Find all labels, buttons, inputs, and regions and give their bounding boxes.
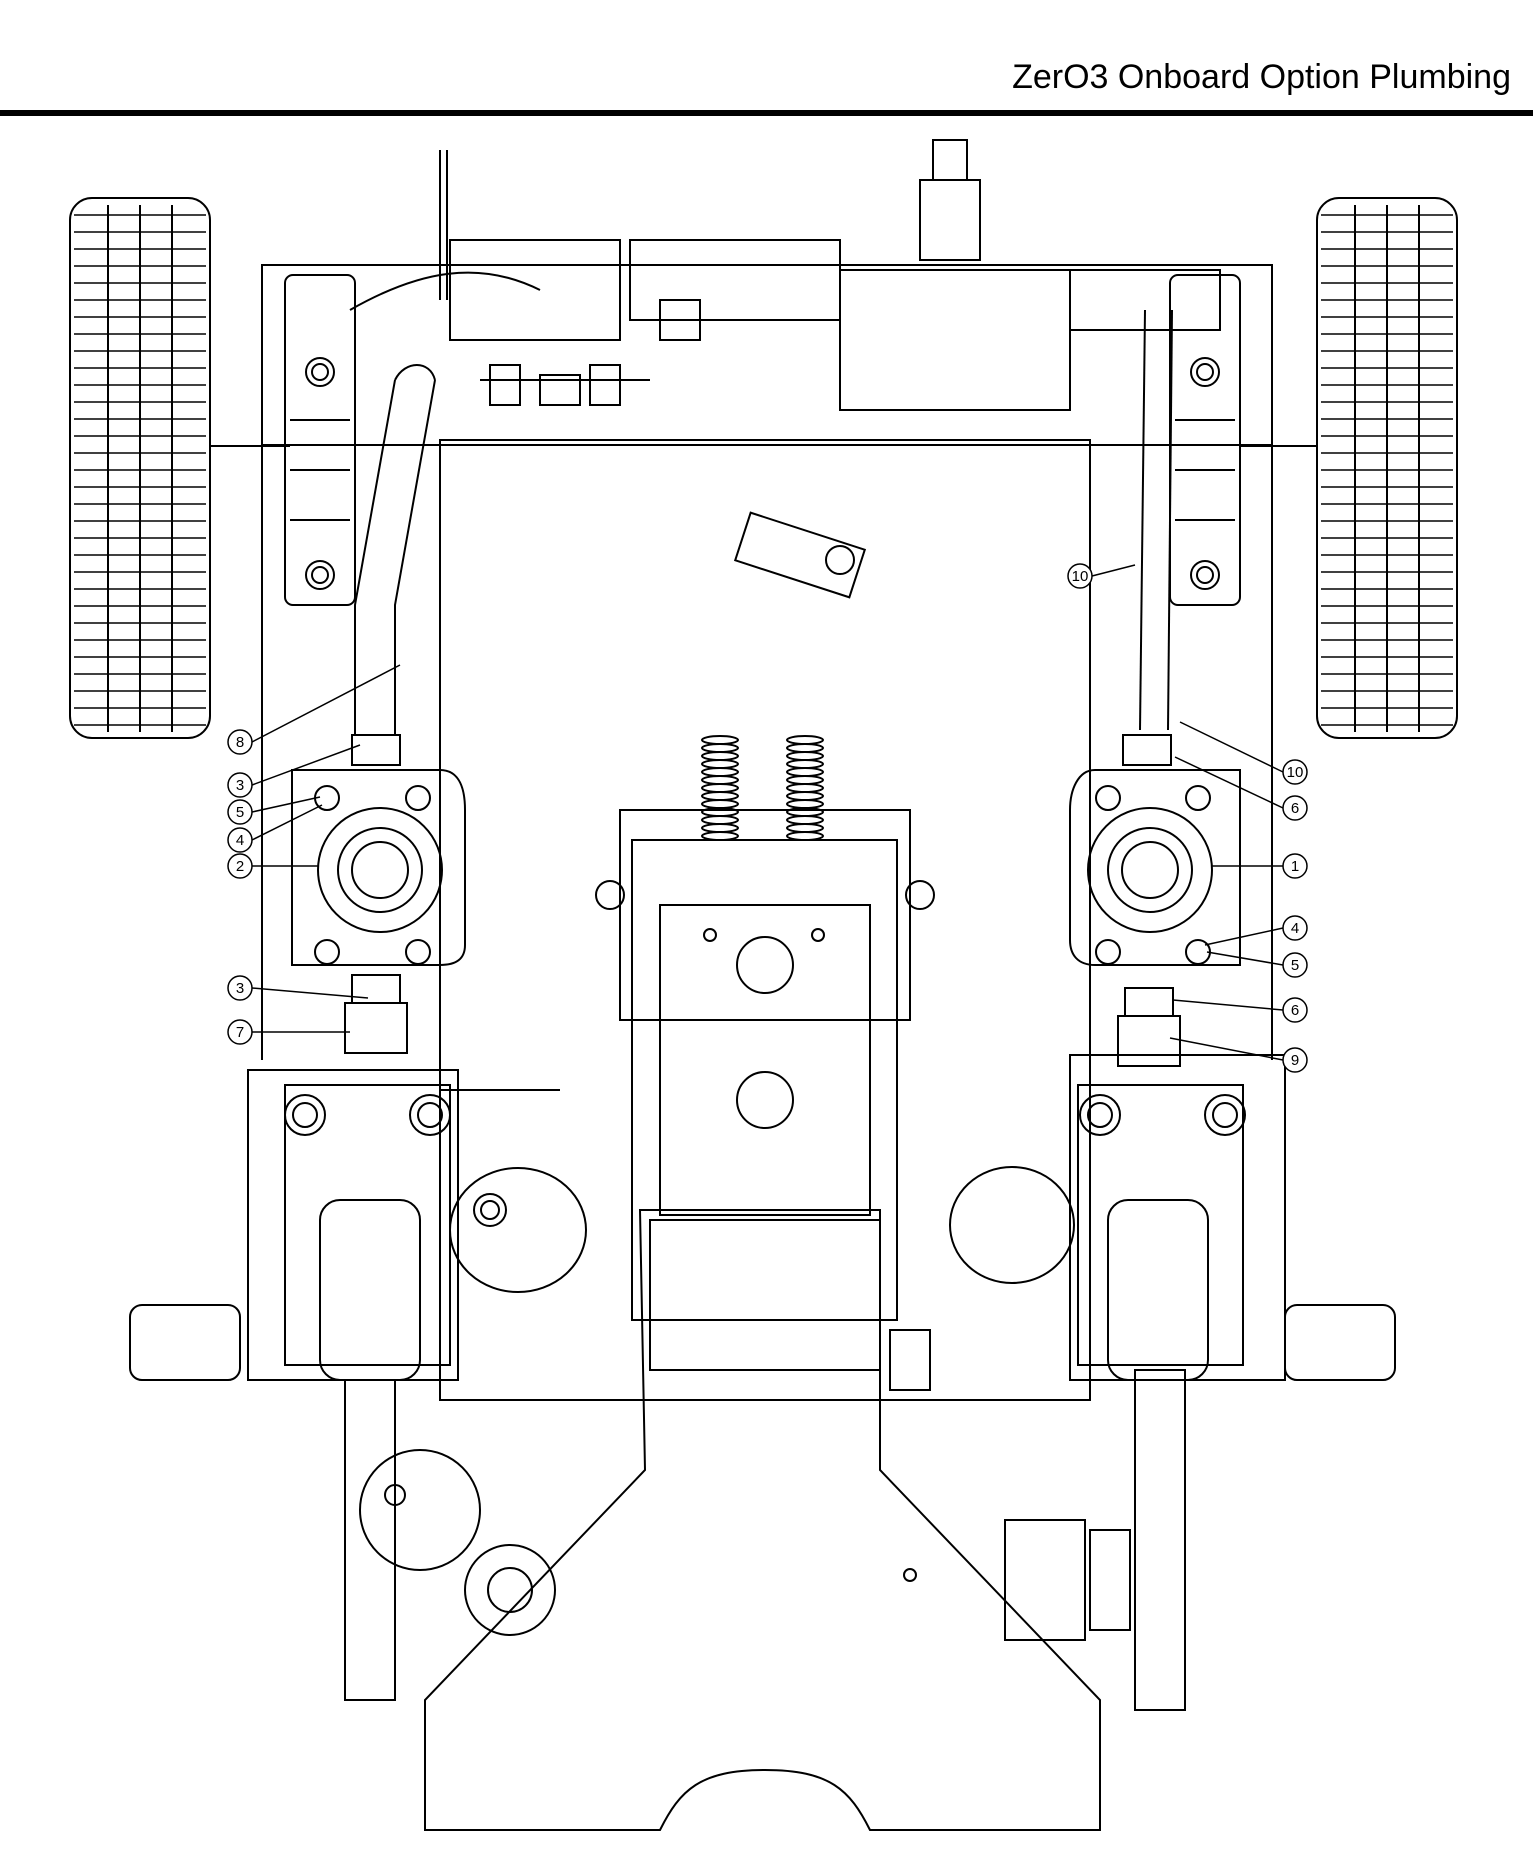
callouts: 8 3 5 4 2 3 7 10 10 6 1 4 5 6 9 (227, 563, 1308, 1073)
callout-c4b: 4 (1204, 915, 1308, 946)
callout-label: 5 (236, 804, 244, 821)
callout-label: 5 (1291, 957, 1299, 974)
callout-label: 4 (236, 832, 244, 849)
center-yoke (424, 1209, 1101, 1831)
callout-leader (1206, 951, 1284, 966)
callout-c5b: 5 (1206, 951, 1308, 978)
callout-circle (1282, 997, 1308, 1023)
callout-circle (1282, 759, 1308, 785)
callout-c9: 9 (1169, 1037, 1308, 1073)
callout-label: 4 (1291, 920, 1299, 937)
callout-circle (1067, 563, 1093, 589)
callout-c4a: 4 (227, 804, 323, 853)
callout-c3a: 3 (227, 744, 361, 798)
callout-label: 10 (1072, 568, 1089, 585)
callout-label: 1 (1291, 858, 1299, 875)
callout-circle (1282, 795, 1308, 821)
left-hose (351, 364, 436, 766)
right-handle-bar (1134, 1369, 1186, 1711)
wheel-tread (74, 214, 1453, 726)
right-hose (1122, 309, 1173, 766)
callout-c1: 1 (1212, 853, 1308, 879)
right-arm (1169, 274, 1241, 606)
callout-label: 7 (236, 1024, 244, 1041)
left-motor (129, 1069, 587, 1381)
callout-c3b: 3 (227, 975, 369, 1001)
callout-leader (1204, 927, 1284, 946)
callout-label: 8 (236, 734, 244, 751)
callout-circle (227, 772, 253, 798)
right-wheel (1316, 197, 1458, 739)
callout-c2: 2 (227, 853, 318, 879)
left-handle-bar (344, 1379, 396, 1701)
right-pump (1069, 769, 1241, 1067)
callout-leader (1179, 721, 1284, 773)
page-title: ZerO3 Onboard Option Plumbing (1012, 58, 1511, 96)
callout-label: 3 (236, 777, 244, 794)
callout-leader (251, 664, 401, 743)
callout-c10a: 10 (1067, 563, 1136, 589)
callout-circle (227, 1019, 253, 1045)
callout-circle (227, 827, 253, 853)
callout-c6a: 6 (1174, 756, 1308, 821)
callout-circle (227, 799, 253, 825)
chassis (261, 264, 1273, 1401)
callout-label: 3 (236, 980, 244, 997)
callout-c6b: 6 (1172, 997, 1308, 1023)
callout-leader (251, 804, 323, 841)
left-pump (291, 769, 466, 1054)
callout-leader (1169, 1037, 1284, 1061)
callout-c7: 7 (227, 1019, 350, 1045)
callout-leader (1174, 756, 1284, 809)
callout-c10b: 10 (1179, 721, 1308, 785)
callout-circle (227, 975, 253, 1001)
callout-leader (251, 796, 321, 813)
callout-label: 9 (1291, 1052, 1299, 1069)
callout-circle (1282, 915, 1308, 941)
top-assembly (349, 139, 1221, 599)
header-rule (0, 110, 1533, 116)
callout-c8: 8 (227, 664, 401, 755)
left-arm (284, 274, 356, 606)
engine-details (359, 1329, 1131, 1641)
callout-label: 10 (1287, 764, 1304, 781)
callout-leader (1172, 999, 1284, 1011)
left-wheel (69, 197, 211, 739)
right-motor (949, 1054, 1396, 1381)
callout-circle (227, 729, 253, 755)
callout-c5a: 5 (227, 796, 321, 825)
callout-leader (1091, 564, 1136, 577)
callout-leader (251, 987, 369, 999)
callout-circle (1282, 1047, 1308, 1073)
callout-label: 6 (1291, 1002, 1299, 1019)
callout-circle (227, 853, 253, 879)
callout-label: 2 (236, 858, 244, 875)
callout-leader (251, 744, 361, 786)
springs (701, 735, 824, 841)
callout-label: 6 (1291, 800, 1299, 817)
callout-circle (1282, 952, 1308, 978)
center-bracket (595, 809, 935, 1371)
callout-circle (1282, 853, 1308, 879)
